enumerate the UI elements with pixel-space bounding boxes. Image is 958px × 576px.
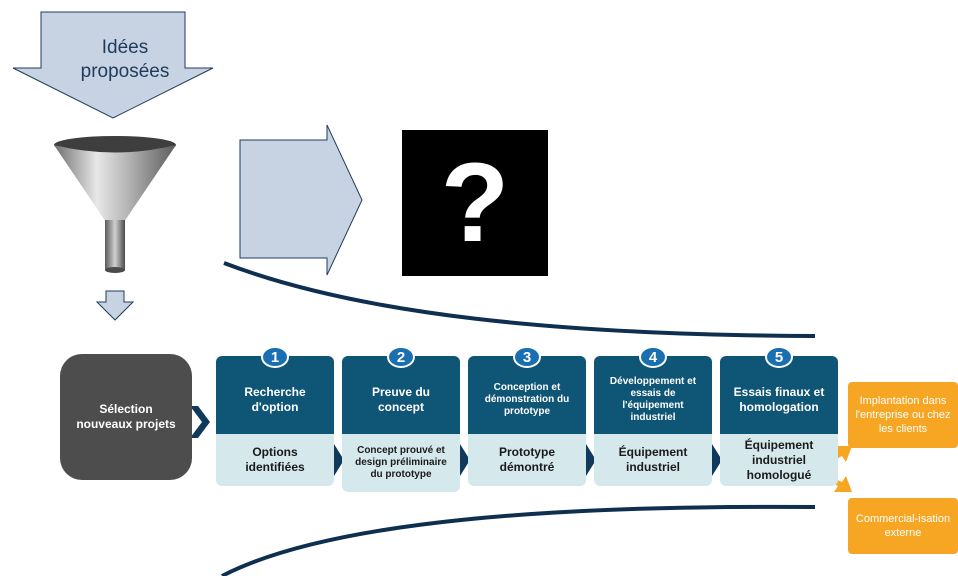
upper-boundary-curve: [223, 261, 816, 338]
ideas-label-line1: Idées: [101, 37, 149, 58]
stage-1-header: Recherche d'option: [216, 356, 334, 434]
stage-2-result: Concept prouvé et design préliminaire du…: [355, 445, 447, 480]
outcome-internal-label: Implantation dans l'entreprise ou chez l…: [855, 395, 951, 435]
stage-5-header: Essais finaux et homologation: [720, 356, 838, 434]
stage-3-number-badge: 3: [513, 346, 541, 368]
question-mark-icon: ?: [402, 130, 548, 276]
stage-1-result-box: Options identifiées: [216, 434, 334, 486]
outcome-internal-box: Implantation dans l'entreprise ou chez l…: [848, 382, 958, 448]
selection-chevron-icon: [190, 406, 210, 438]
small-down-arrow-icon: [95, 290, 135, 321]
stage-1-number-badge: 1: [261, 346, 289, 368]
stage-5-number-badge: 5: [765, 346, 793, 368]
stage-3-number: 3: [522, 348, 532, 366]
stage-2-header: Preuve du concept: [342, 356, 460, 434]
stage-4-title: Développement et essais de l'équipement …: [609, 376, 697, 423]
funnel-icon: [54, 136, 176, 273]
stage-5-number: 5: [774, 348, 784, 366]
stage-2-title: Preuve du concept: [371, 385, 431, 414]
stage-5-result: Équipement industriel homologué: [744, 437, 814, 482]
stage-2-result-box: Concept prouvé et design préliminaire du…: [342, 434, 460, 492]
stage-3-header: Conception et démonstration du prototype: [468, 356, 586, 434]
stage-4-result-box: Équipement industriel: [594, 434, 712, 486]
stage-1-number: 1: [270, 348, 280, 366]
stage-2-number: 2: [396, 348, 406, 366]
stage-3-result-box: Prototype démontré: [468, 434, 586, 486]
outcome-external-label: Commercial-isation externe: [855, 513, 951, 539]
selection-box: Sélection nouveaux projets: [60, 354, 192, 480]
stage-5-title: Essais finaux et homologation: [733, 385, 825, 414]
stage-1-title: Recherche d'option: [244, 385, 306, 414]
stage-4-number: 4: [648, 348, 658, 366]
big-right-arrow-icon: [239, 124, 363, 276]
stage-4-result: Équipement industriel: [618, 445, 688, 474]
stage-5-result-box: Équipement industriel homologué: [720, 434, 838, 486]
stage-4-header: Développement et essais de l'équipement …: [594, 356, 712, 434]
stage-4-number-badge: 4: [639, 346, 667, 368]
selection-label: Sélection nouveaux projets: [76, 402, 176, 431]
stage-3-result: Prototype démontré: [498, 445, 555, 474]
stage-3-title: Conception et démonstration du prototype: [484, 382, 570, 417]
stage-2-number-badge: 2: [387, 346, 415, 368]
outcome-external-box: Commercial-isation externe: [848, 498, 958, 554]
stage-1-result: Options identifiées: [245, 445, 305, 474]
question-mark-symbol: ?: [440, 140, 510, 265]
ideas-label-line2: proposées: [80, 61, 170, 82]
ideas-label: Idées proposées: [60, 34, 190, 86]
lower-boundary-curve: [221, 504, 816, 576]
ideas-down-arrow-icon: [12, 11, 214, 119]
